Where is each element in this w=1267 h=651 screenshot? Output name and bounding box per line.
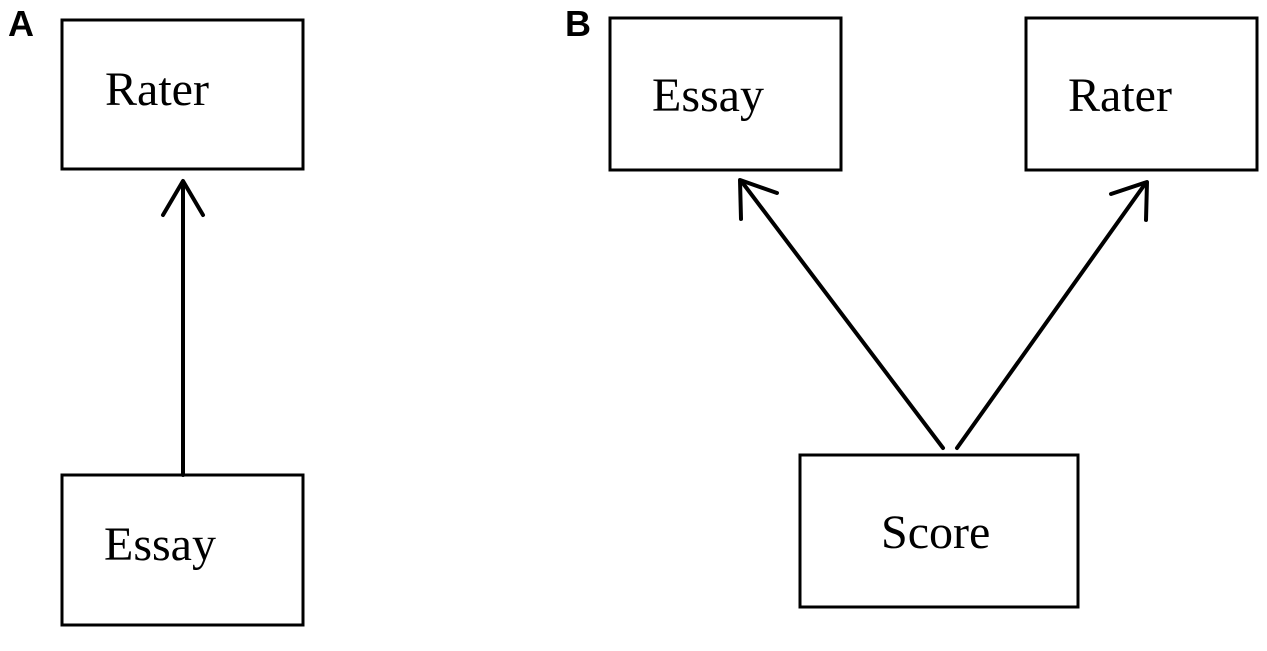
panel-a-essay-box xyxy=(60,473,305,627)
panel-b-arrow-essay-head xyxy=(738,178,779,221)
panel-a-rater-box xyxy=(60,18,305,171)
panel-b: B Essay Rater Score xyxy=(565,3,1259,609)
panel-b-arrow-score-to-rater xyxy=(955,180,1149,450)
panel-a-rater-label: Rater xyxy=(105,63,209,116)
panel-b-essay-label: Essay xyxy=(652,69,764,122)
panel-a-essay-label: Essay xyxy=(104,518,216,571)
panel-b-arrow-essay-shaft xyxy=(740,180,945,450)
panel-b-score-label: Score xyxy=(881,506,990,559)
panel-b-score-node: Score xyxy=(798,453,1080,609)
panel-b-essay-box xyxy=(608,16,843,172)
panel-a-label: A xyxy=(8,3,34,44)
panel-b-rater-node: Rater xyxy=(1024,16,1259,172)
panel-b-label: B xyxy=(565,3,591,44)
panel-b-score-box xyxy=(798,453,1080,609)
panel-b-arrow-score-to-essay xyxy=(738,178,945,450)
panel-a-arrow-essay-to-rater xyxy=(161,179,205,477)
panel-b-arrow-rater-head xyxy=(1109,180,1149,222)
panel-b-essay-node: Essay xyxy=(608,16,843,172)
panel-b-rater-label: Rater xyxy=(1068,69,1172,122)
panel-b-arrow-rater-shaft xyxy=(955,182,1147,450)
panel-a: A Rater Essay xyxy=(8,3,305,627)
panel-a-essay-node: Essay xyxy=(60,473,305,627)
panel-a-arrow-head xyxy=(161,179,205,217)
panel-b-rater-box xyxy=(1024,16,1259,172)
panel-a-rater-node: Rater xyxy=(60,18,305,171)
